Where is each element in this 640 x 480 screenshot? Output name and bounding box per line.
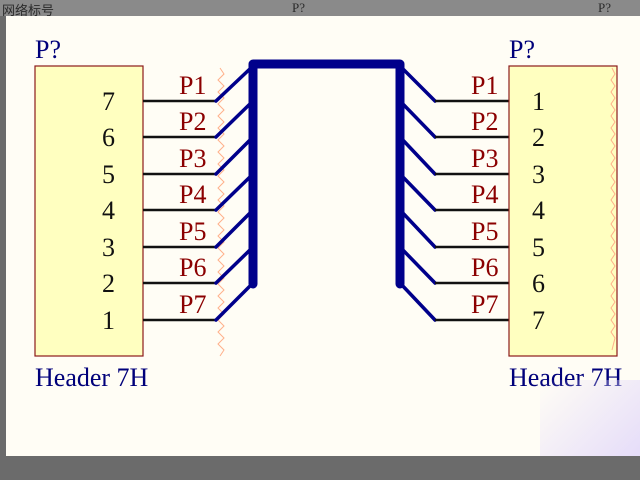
bus-entry[interactable] <box>214 208 255 249</box>
right-header-body[interactable] <box>508 65 618 357</box>
left-net-labels: P1 P2 P3 P4 P5 P6 P7 <box>179 71 206 319</box>
right-pin-wires[interactable] <box>435 99 509 322</box>
net-label[interactable]: P4 <box>471 180 498 209</box>
left-pin-number: 7 <box>102 87 115 116</box>
bus-entry[interactable] <box>398 281 437 322</box>
bus-entry[interactable] <box>398 208 437 249</box>
right-pin-number: 2 <box>532 123 545 152</box>
net-label[interactable]: P1 <box>471 71 498 100</box>
left-pin-number: 4 <box>102 196 115 225</box>
net-label[interactable]: P6 <box>179 253 206 282</box>
left-pin-number: 5 <box>102 160 115 189</box>
top-strip: 网络标号 P? P? <box>0 0 640 18</box>
bus-entry[interactable] <box>214 135 255 176</box>
left-pin-wires[interactable] <box>143 99 216 322</box>
left-pin-number: 3 <box>102 233 115 262</box>
selection-marker-right <box>610 67 616 351</box>
left-header-pin-numbers: 7 6 5 4 3 2 1 <box>102 87 115 335</box>
overlay-watermark <box>540 380 640 456</box>
bus-entry[interactable] <box>398 245 437 285</box>
left-pin-number: 6 <box>102 123 115 152</box>
left-header-comment[interactable]: Header 7H <box>35 363 149 392</box>
right-pin-number: 3 <box>532 160 545 189</box>
net-label[interactable]: P4 <box>179 180 206 209</box>
top-strip-label-2: P? <box>292 0 305 15</box>
right-header-pin-numbers: 1 2 3 4 5 6 7 <box>532 87 545 335</box>
bus-entry[interactable] <box>398 99 437 139</box>
bus-entry[interactable] <box>214 99 255 139</box>
left-pin-number: 2 <box>102 269 115 298</box>
net-label[interactable]: P3 <box>471 144 498 173</box>
bus-entry[interactable] <box>214 245 255 285</box>
bus-entry[interactable] <box>398 64 437 103</box>
bus-line[interactable] <box>248 59 405 289</box>
net-label[interactable]: P5 <box>179 217 206 246</box>
net-label[interactable]: P6 <box>471 253 498 282</box>
right-pin-number: 7 <box>532 306 545 335</box>
net-label[interactable]: P1 <box>179 71 206 100</box>
right-pin-number: 6 <box>532 269 545 298</box>
net-label[interactable]: P3 <box>179 144 206 173</box>
left-header-designator[interactable]: P? <box>35 35 61 64</box>
right-pin-number: 4 <box>532 196 545 225</box>
right-net-labels: P1 P2 P3 P4 P5 P6 P7 <box>471 71 498 319</box>
left-header-body[interactable] <box>34 65 144 357</box>
bus-entry[interactable] <box>214 281 255 322</box>
bus-entry[interactable] <box>214 172 255 212</box>
top-strip-label-1: 网络标号 <box>2 3 55 18</box>
right-pin-number: 5 <box>532 233 545 262</box>
bottom-bar <box>0 456 640 480</box>
net-label[interactable]: P7 <box>179 290 206 319</box>
selection-marker-left <box>217 67 225 357</box>
bus-entry[interactable] <box>398 172 437 212</box>
right-pin-number: 1 <box>532 87 545 116</box>
net-label[interactable]: P5 <box>471 217 498 246</box>
top-strip-label-3: P? <box>598 0 611 15</box>
left-pin-number: 1 <box>102 306 115 335</box>
right-header-designator[interactable]: P? <box>509 35 535 64</box>
bus-entry[interactable] <box>214 64 255 103</box>
right-bus-entries[interactable] <box>398 64 437 322</box>
net-label[interactable]: P2 <box>179 107 206 136</box>
bus-entry[interactable] <box>398 135 437 176</box>
net-label[interactable]: P7 <box>471 290 498 319</box>
net-label[interactable]: P2 <box>471 107 498 136</box>
left-bus-entries[interactable] <box>214 64 255 322</box>
